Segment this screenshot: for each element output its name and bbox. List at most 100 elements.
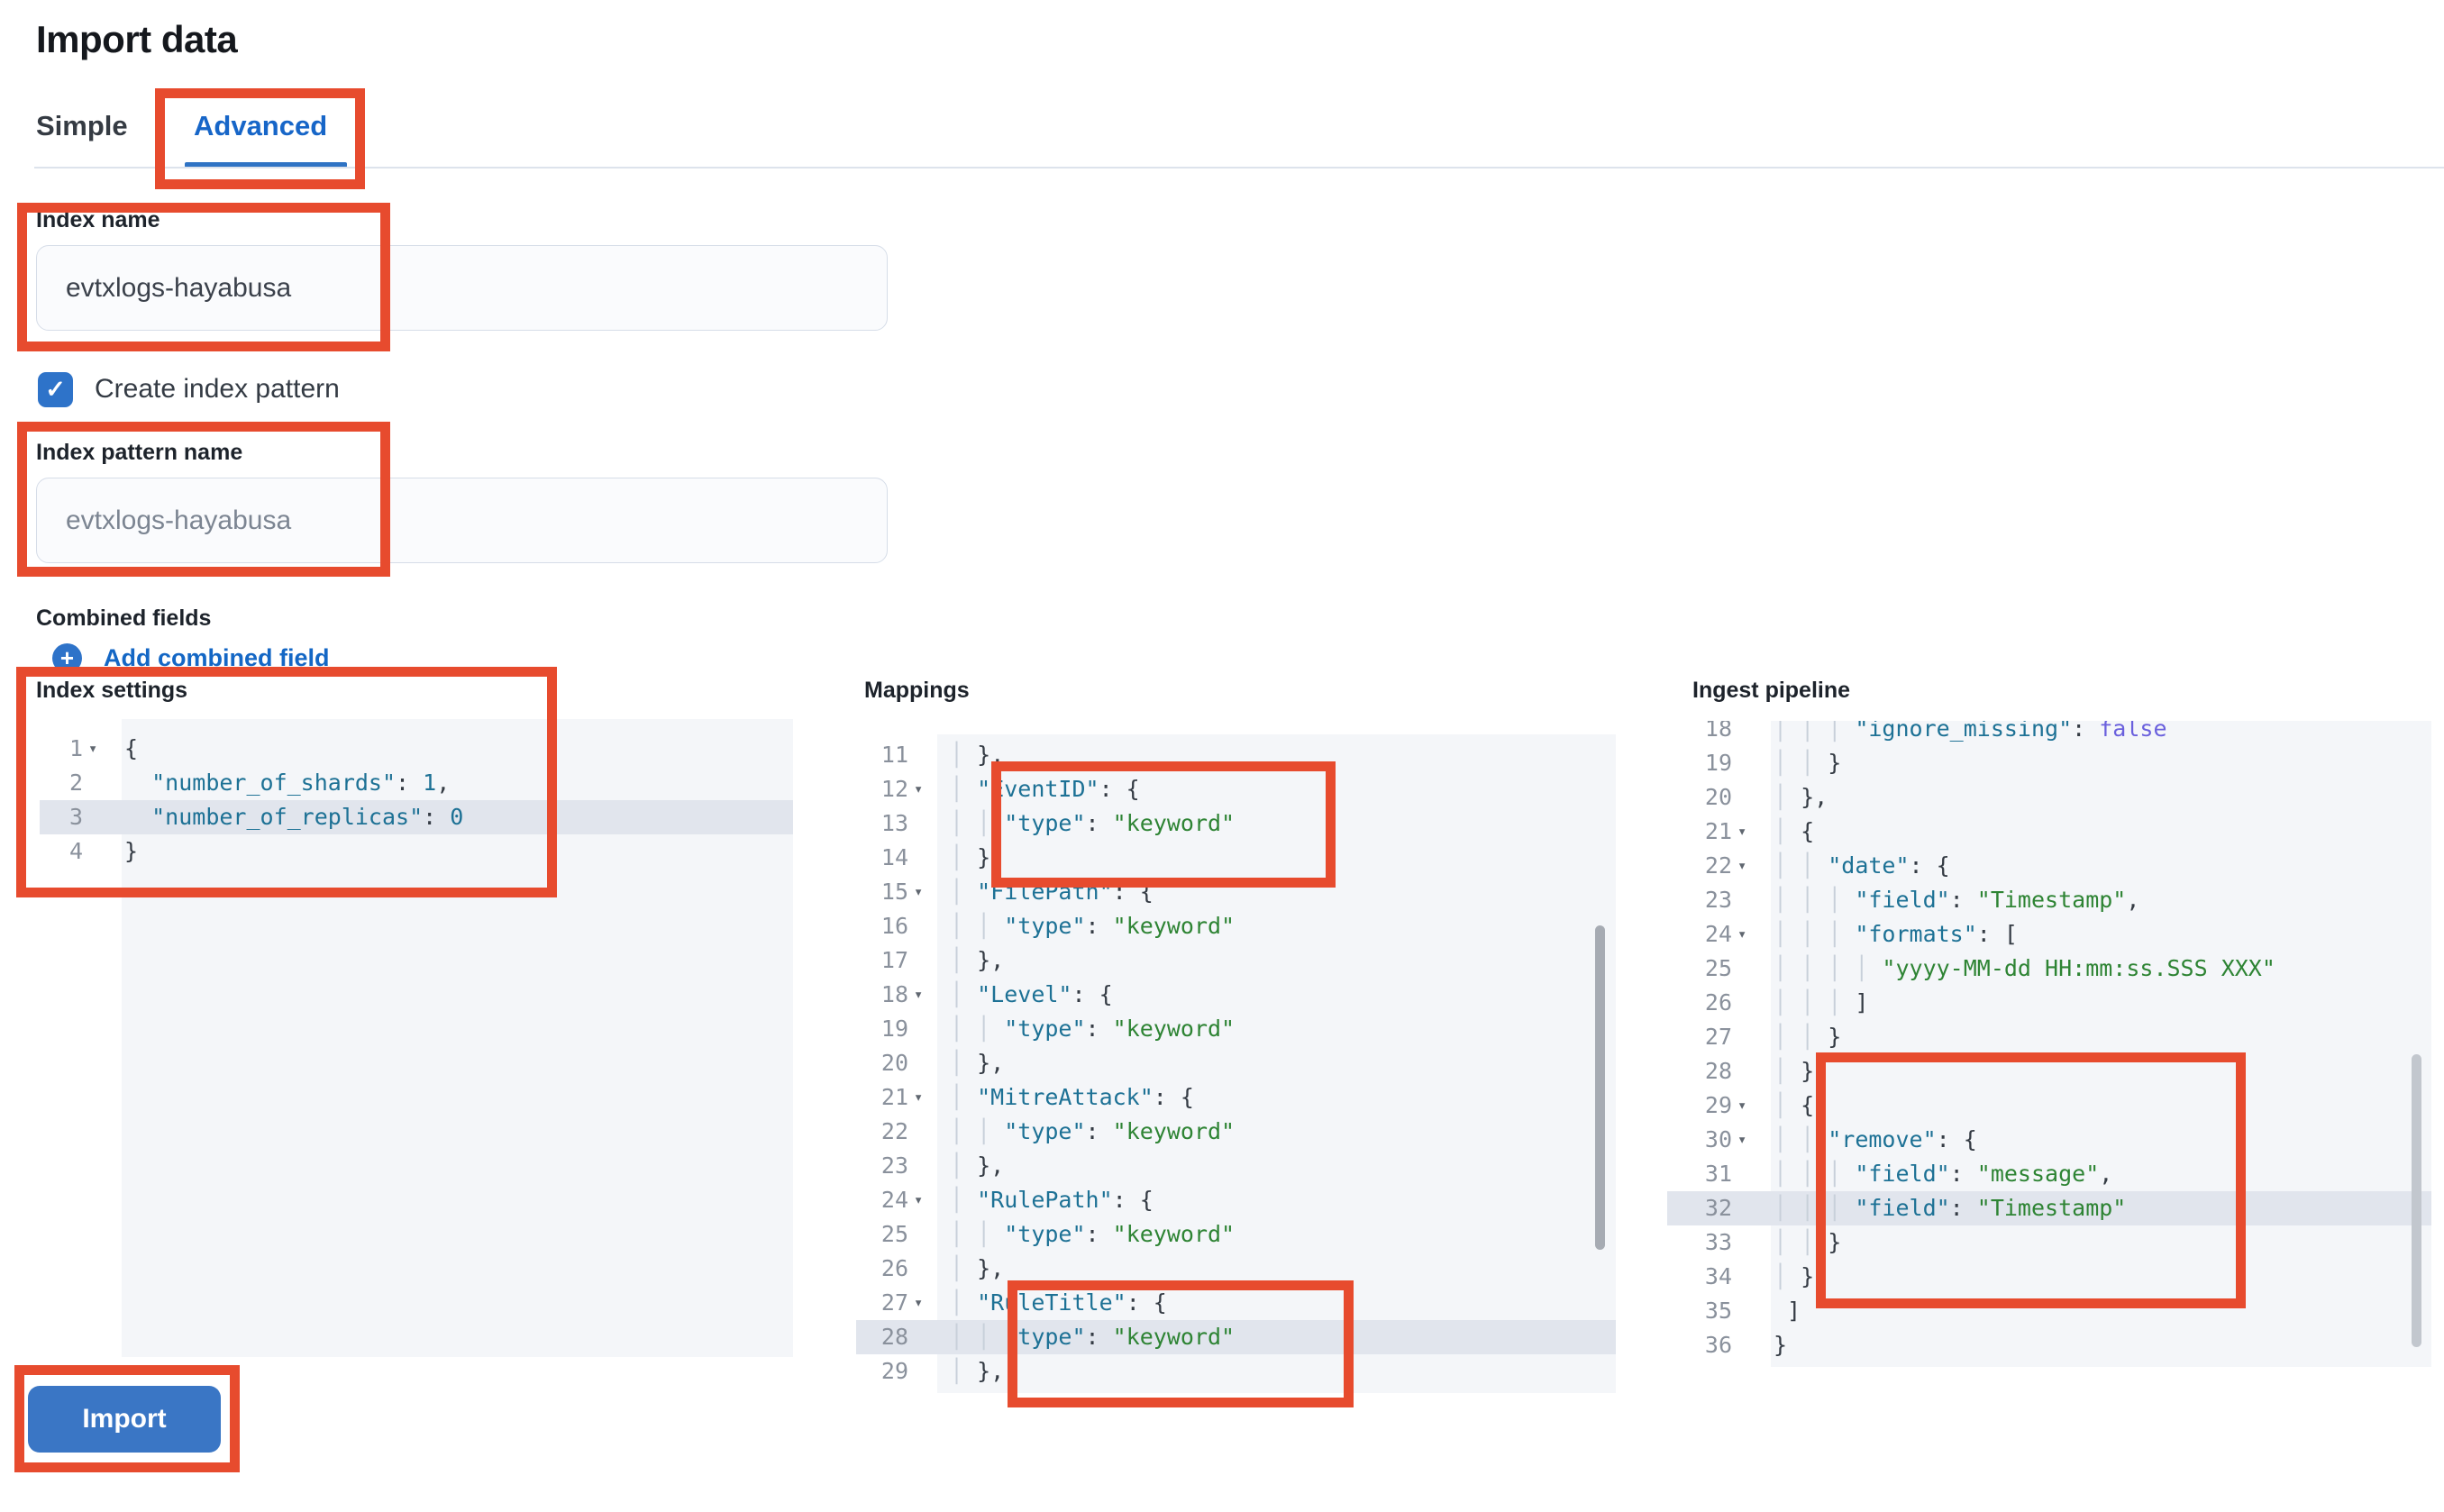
line-number: 28	[880, 1324, 908, 1350]
line-number: 27	[880, 1289, 908, 1316]
code-line-22[interactable]: 22▾│ │ "date": {	[1667, 849, 2431, 883]
code-line-1[interactable]: 1 ▾ {	[40, 732, 793, 766]
line-number: 25	[880, 1221, 908, 1247]
index-name-input[interactable]	[36, 245, 888, 331]
indent-guides: │	[1774, 784, 1801, 810]
fold-caret-slot	[908, 806, 937, 841]
code-line-36[interactable]: 36}	[1667, 1328, 2431, 1362]
code-line-13[interactable]: 13│ │ "type": "keyword"	[856, 806, 1616, 841]
code-line-20[interactable]: 20│ },	[1667, 780, 2431, 815]
code-line-23[interactable]: 23│ │ │ "field": "Timestamp",	[1667, 883, 2431, 917]
combined-fields-label: Combined fields	[36, 606, 212, 631]
fold-caret-slot	[908, 1320, 937, 1354]
fold-caret-icon[interactable]: ▾	[914, 1191, 924, 1209]
code-line-27[interactable]: 27▾│ "RuleTitle": {	[856, 1286, 1616, 1320]
code-line-30[interactable]: 30▾│ │ "remove": {	[1667, 1123, 2431, 1157]
code-text: }	[1774, 1332, 1788, 1358]
index-name-label: Index name	[36, 207, 160, 232]
indent-guides: │	[1774, 1058, 1801, 1084]
line-number: 33	[1704, 1229, 1732, 1255]
code-line-33[interactable]: 33│ │ }	[1667, 1225, 2431, 1260]
code-text: │ },	[950, 1358, 1005, 1384]
fold-caret-icon[interactable]: ▾	[914, 1294, 924, 1312]
indent-guides: │	[1774, 1263, 1801, 1289]
code-line-34[interactable]: 34│ }	[1667, 1260, 2431, 1294]
code-text: │ },	[1774, 784, 1828, 810]
fold-caret-icon[interactable]: ▾	[1737, 1131, 1747, 1149]
code-line-25[interactable]: 25│ │ "type": "keyword"	[856, 1217, 1616, 1252]
code-line-18[interactable]: 18│ │ │ "ignore_missing": false	[1667, 721, 2431, 746]
add-combined-field-button[interactable]: + Add combined field	[52, 643, 330, 673]
checkmark-icon: ✓	[45, 375, 66, 403]
create-index-pattern-checkbox[interactable]: ✓	[38, 371, 73, 407]
indent-guides: │ │ │ │	[1774, 955, 1883, 981]
code-line-23[interactable]: 23│ },	[856, 1149, 1616, 1183]
code-text: │ },	[950, 1255, 1005, 1281]
indent-guides: │ │ │	[1774, 989, 1856, 1016]
indent-guides: │ │ │	[1774, 921, 1856, 947]
code-line-19[interactable]: 19│ │ "type": "keyword"	[856, 1012, 1616, 1046]
code-line-18[interactable]: 18▾│ "Level": {	[856, 978, 1616, 1012]
code-text: │ │ "type": "keyword"	[950, 1016, 1236, 1042]
code-text: {	[124, 735, 139, 761]
import-button[interactable]: Import	[28, 1386, 221, 1453]
code-line-3[interactable]: 3 "number_of_replicas": 0	[40, 800, 793, 834]
fold-caret-slot	[1732, 1225, 1761, 1260]
line-number: 14	[880, 844, 908, 870]
code-line-22[interactable]: 22│ │ "type": "keyword"	[856, 1115, 1616, 1149]
code-line-31[interactable]: 31│ │ │ "field": "message",	[1667, 1157, 2431, 1191]
fold-caret-icon[interactable]: ▾	[914, 1088, 924, 1107]
tab-advanced[interactable]: Advanced	[194, 110, 328, 141]
code-line-28[interactable]: 28│ },	[1667, 1054, 2431, 1088]
code-line-11[interactable]: 11│ },	[856, 738, 1616, 772]
code-line-26[interactable]: 26│ },	[856, 1252, 1616, 1286]
line-number: 31	[1704, 1161, 1732, 1187]
fold-caret-icon[interactable]: ▾	[914, 780, 924, 798]
fold-caret-icon[interactable]: ▾	[1737, 823, 1747, 841]
fold-caret-slot	[908, 1012, 937, 1046]
code-line-24[interactable]: 24▾│ "RulePath": {	[856, 1183, 1616, 1217]
code-line-26[interactable]: 26│ │ │ ]	[1667, 986, 2431, 1020]
ingest-pipeline-scrollbar[interactable]	[2412, 1054, 2421, 1347]
code-line-25[interactable]: 25│ │ │ │ "yyyy-MM-dd HH:mm:ss.SSS XXX"	[1667, 952, 2431, 986]
mappings-editor[interactable]: 11│ },12▾│ "EventID": {13│ │ "type": "ke…	[856, 734, 1616, 1393]
code-line-29[interactable]: 29│ },	[856, 1354, 1616, 1389]
code-line-20[interactable]: 20│ },	[856, 1046, 1616, 1080]
fold-caret-slot	[1732, 780, 1761, 815]
code-line-35[interactable]: 35 ]	[1667, 1294, 2431, 1328]
fold-caret-icon[interactable]: ▾	[1737, 1097, 1747, 1115]
code-text: │ },	[950, 1152, 1005, 1179]
indent-guides: │ │	[950, 810, 1005, 836]
code-line-28[interactable]: 28│ │ "type": "keyword"	[856, 1320, 1616, 1354]
code-line-32[interactable]: 32│ │ │ "field": "Timestamp"	[1667, 1191, 2431, 1225]
line-number: 1	[68, 735, 83, 761]
fold-caret-slot	[908, 1149, 937, 1183]
code-line-21[interactable]: 21▾│ "MitreAttack": {	[856, 1080, 1616, 1115]
code-text: ]	[1774, 1298, 1801, 1324]
code-line-12[interactable]: 12▾│ "EventID": {	[856, 772, 1616, 806]
code-line-21[interactable]: 21▾│ {	[1667, 815, 2431, 849]
code-line-29[interactable]: 29▾│ {	[1667, 1088, 2431, 1123]
code-line-17[interactable]: 17│ },	[856, 943, 1616, 978]
code-line-27[interactable]: 27│ │ }	[1667, 1020, 2431, 1054]
mappings-scrollbar[interactable]	[1595, 925, 1605, 1250]
index-pattern-name-input[interactable]	[36, 478, 888, 563]
index-settings-editor[interactable]: 1 ▾ {2 "number_of_shards": 1,3 "number_of_…	[40, 719, 793, 1357]
code-line-4[interactable]: 4}	[40, 834, 793, 869]
tab-simple[interactable]: Simple	[36, 110, 128, 141]
code-text: │ "FilePath": {	[950, 879, 1154, 905]
code-line-24[interactable]: 24▾│ │ │ "formats": [	[1667, 917, 2431, 952]
code-line-16[interactable]: 16│ │ "type": "keyword"	[856, 909, 1616, 943]
fold-caret-icon[interactable]: ▾	[1737, 857, 1747, 875]
line-number: 15	[880, 879, 908, 905]
fold-caret-icon[interactable]: ▾	[914, 883, 924, 901]
line-number: 3	[68, 804, 83, 830]
code-line-2[interactable]: 2 "number_of_shards": 1,	[40, 766, 793, 800]
fold-caret-icon[interactable]: ▾	[1737, 925, 1747, 943]
code-line-14[interactable]: 14│ },	[856, 841, 1616, 875]
fold-caret-icon[interactable]: ▾	[914, 986, 924, 1004]
code-line-15[interactable]: 15 ▾ │ "FilePath": {	[856, 875, 1616, 909]
fold-caret-icon[interactable]: ▾	[88, 740, 98, 758]
code-line-19[interactable]: 19│ │ }	[1667, 746, 2431, 780]
